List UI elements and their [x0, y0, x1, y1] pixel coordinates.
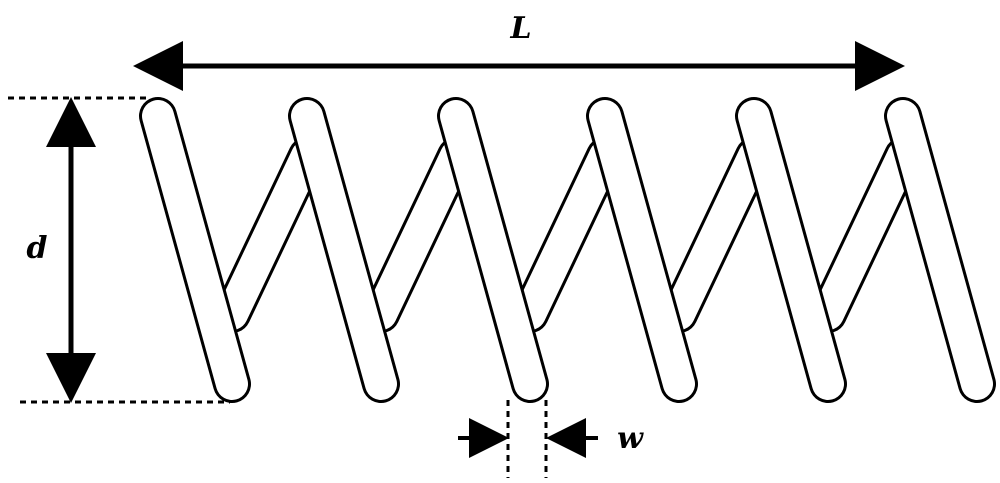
- coil-back-strand-5: [809, 137, 922, 333]
- width-label: w: [617, 421, 644, 456]
- coil-back-strand-1: [213, 137, 326, 333]
- back-strands: [213, 137, 922, 333]
- coil-front-strand-6: [884, 97, 996, 403]
- coil-back-strand-4: [660, 137, 773, 333]
- coil-front-strand-5: [735, 97, 847, 403]
- coil-front-strand-4: [586, 97, 698, 403]
- coil-back-strand-3: [511, 137, 624, 333]
- coil-front-strand-2: [288, 97, 400, 403]
- front-strands: [139, 97, 996, 403]
- width-dimension: w: [458, 400, 644, 478]
- coil-front-strand-1: [139, 97, 251, 403]
- coil-back-strand-2: [362, 137, 475, 333]
- length-label: L: [509, 11, 531, 46]
- diameter-label: d: [27, 231, 48, 266]
- coil-front-strand-3: [437, 97, 549, 403]
- length-dimension: L: [133, 11, 905, 91]
- diameter-dimension: d: [8, 96, 230, 404]
